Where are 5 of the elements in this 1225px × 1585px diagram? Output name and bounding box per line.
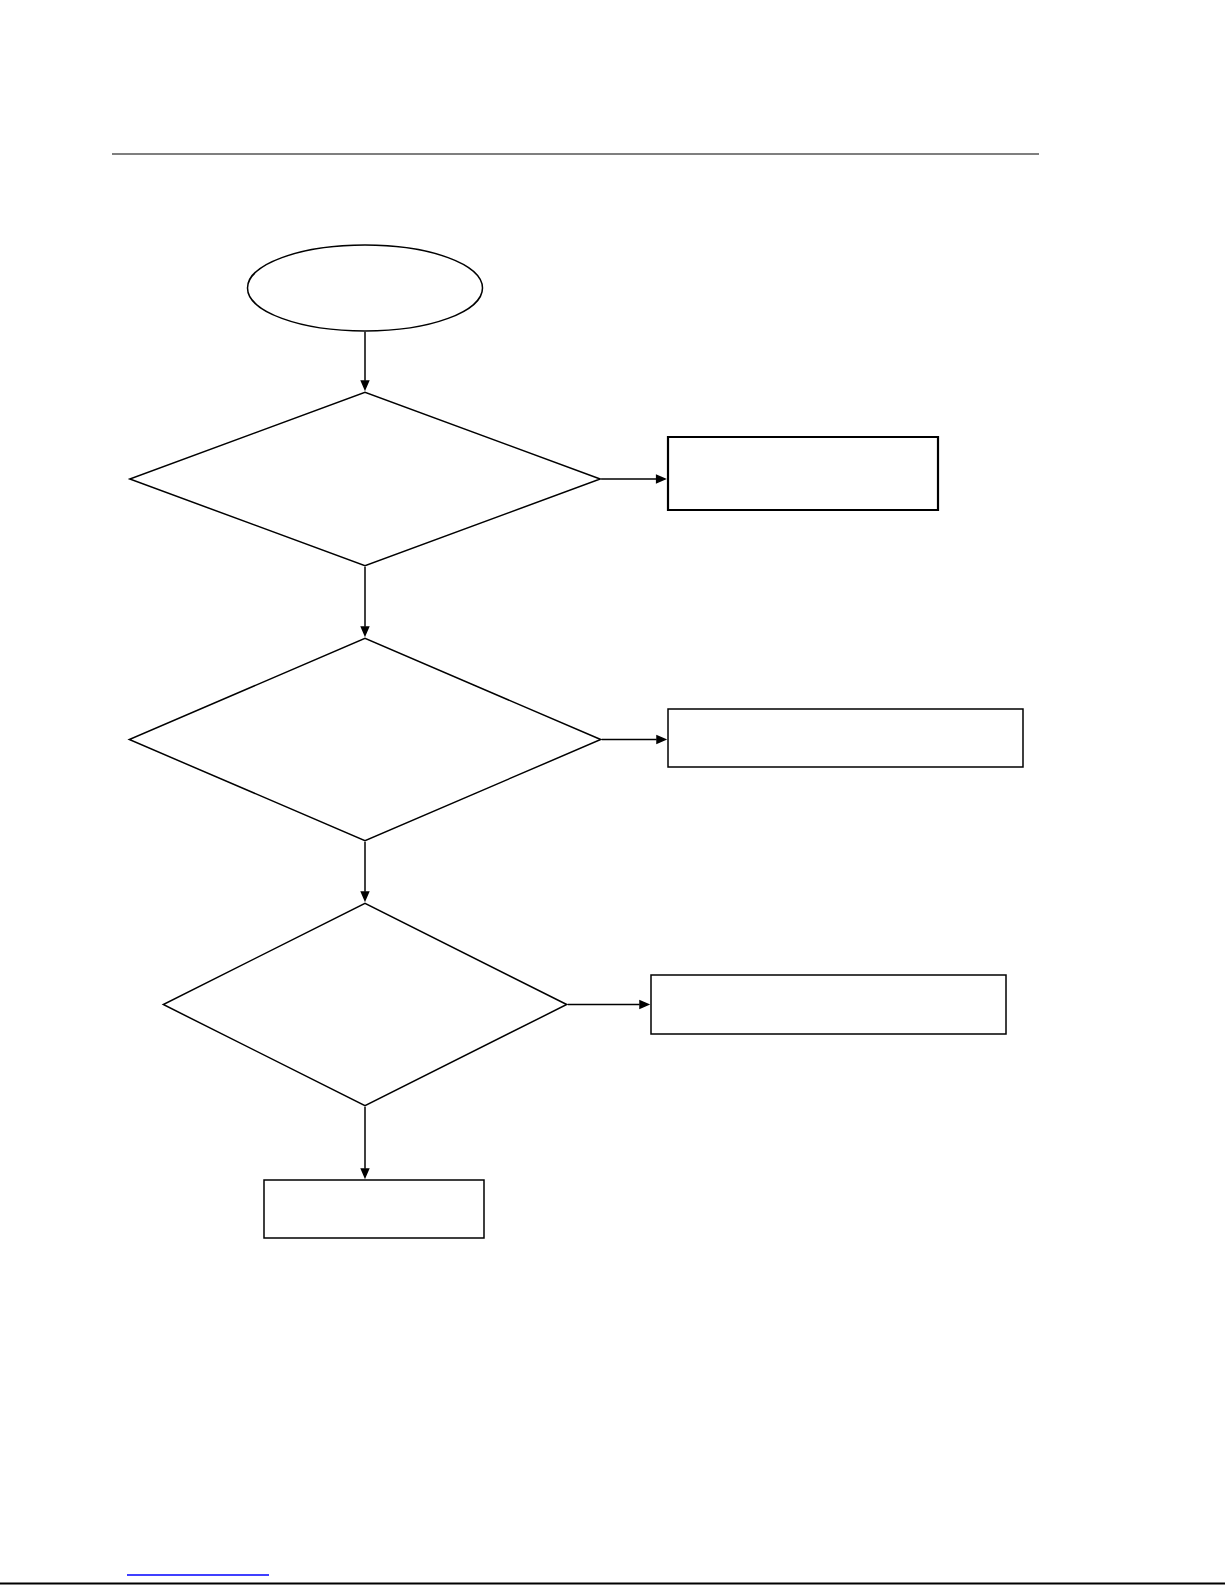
process-box [666,435,940,512]
process-box [667,708,1024,768]
start-oval [246,244,484,332]
process-box [650,974,1007,1035]
process-box [263,1179,485,1239]
